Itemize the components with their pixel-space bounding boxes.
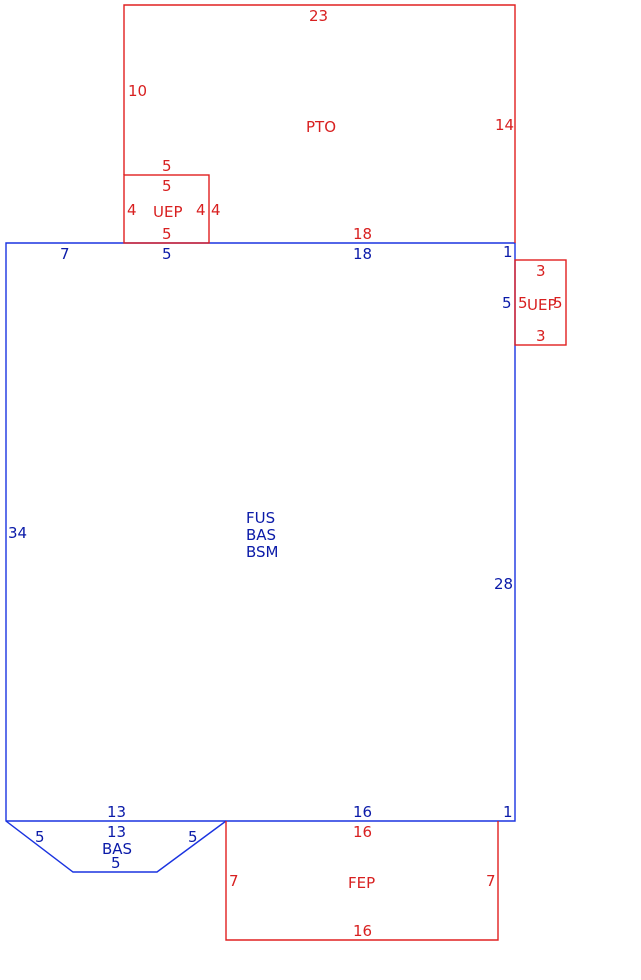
main-label-bas: BAS — [246, 526, 276, 544]
dim-main-bottom-left: 13 — [107, 803, 126, 821]
dim-uep-side-left: 5 — [518, 294, 528, 312]
dim-fep-left: 7 — [229, 872, 239, 890]
uep-top-label: UEP — [153, 203, 183, 221]
dim-bas-left: 5 — [35, 828, 45, 846]
dim-main-bottom-right: 16 — [353, 803, 372, 821]
dim-uep-top-top: 5 — [162, 177, 172, 195]
dim-pto-bottom-left: 5 — [162, 157, 172, 175]
dim-main-top-mid: 5 — [162, 245, 172, 263]
uep-top-outline — [123, 174, 210, 244]
pto-label: PTO — [306, 118, 336, 136]
dim-uep-top-right-outer: 4 — [211, 201, 221, 219]
dim-fep-top: 16 — [353, 823, 372, 841]
dim-bas-top: 13 — [107, 823, 126, 841]
dim-bas-right: 5 — [188, 828, 198, 846]
dim-main-top-right: 18 — [353, 245, 372, 263]
fep-label: FEP — [348, 874, 375, 892]
dim-main-right-upper: 5 — [502, 294, 512, 312]
dim-uep-top-bottom: 5 — [162, 225, 172, 243]
main-label-bsm: BSM — [246, 543, 279, 561]
uep-side-label: UEP — [527, 296, 557, 314]
dim-pto-top: 23 — [309, 7, 328, 25]
dim-fep-right: 7 — [486, 872, 496, 890]
uep-side-outline — [514, 259, 567, 346]
dim-pto-right: 14 — [495, 116, 514, 134]
dim-main-right: 28 — [494, 575, 513, 593]
fep-outline — [225, 821, 499, 941]
bas-bay-label: BAS — [102, 840, 132, 858]
dim-bas-bottom: 5 — [111, 854, 121, 872]
dim-main-bottom-corner: 1 — [503, 803, 513, 821]
dim-main-top-left: 7 — [60, 245, 70, 263]
dim-pto-left: 10 — [128, 82, 147, 100]
dim-uep-side-bottom: 3 — [536, 327, 546, 345]
dim-uep-top-left: 4 — [127, 201, 137, 219]
main-label-fus: FUS — [246, 509, 275, 527]
pto-outline — [123, 4, 516, 243]
dim-uep-top-right: 4 — [196, 201, 206, 219]
dim-pto-bottom-right: 18 — [353, 225, 372, 243]
dim-fep-bottom: 16 — [353, 922, 372, 940]
dim-uep-side-top: 3 — [536, 262, 546, 280]
dim-main-left: 34 — [8, 524, 27, 542]
dim-uep-side-right: 5 — [553, 294, 563, 312]
dim-main-top-corner: 1 — [503, 243, 513, 261]
